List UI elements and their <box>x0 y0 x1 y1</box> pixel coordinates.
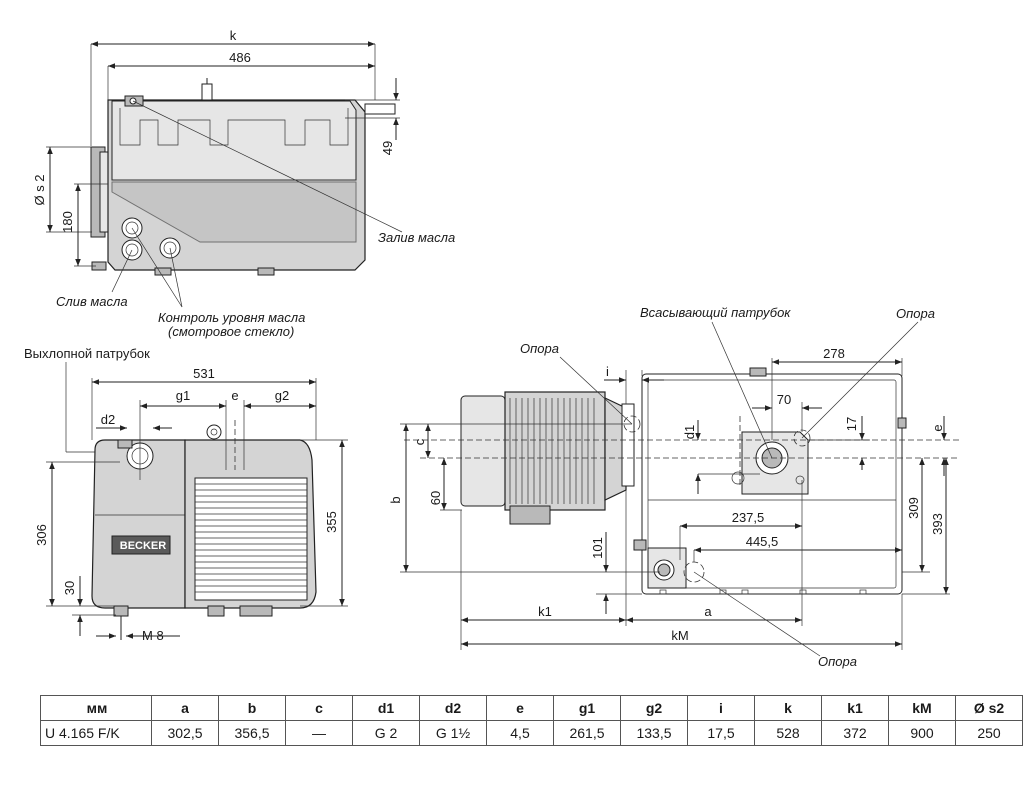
dim-70: 70 <box>777 392 791 407</box>
dim-d1: d1 <box>682 425 697 439</box>
dim-kM: kM <box>671 628 688 643</box>
dim-60: 60 <box>428 491 443 505</box>
dim-180: 180 <box>60 211 75 233</box>
front-view: Выхлопной патрубок BECKER <box>24 346 348 643</box>
table-cell: 302,5 <box>151 720 219 746</box>
label-suction: Всасывающий патрубок <box>640 305 791 320</box>
table-header-cell: kM <box>888 695 956 721</box>
dim-278: 278 <box>823 346 845 361</box>
table-cell: U 4.165 F/K <box>40 720 152 746</box>
table-cell: 372 <box>821 720 889 746</box>
dim-309: 309 <box>906 497 921 519</box>
table-header-cell: k1 <box>821 695 889 721</box>
brand-label: BECKER <box>120 540 167 552</box>
dim-d2: d2 <box>101 412 115 427</box>
table-cell: — <box>285 720 353 746</box>
table-cell: 261,5 <box>553 720 621 746</box>
table-cell: 250 <box>955 720 1023 746</box>
label-oil-drain: Слив масла <box>56 294 128 309</box>
dim-355: 355 <box>324 511 339 533</box>
table-cell: 133,5 <box>620 720 688 746</box>
table-header-cell: b <box>218 695 286 721</box>
dim-e-plan: e <box>930 424 945 431</box>
dim-g1: g1 <box>176 388 190 403</box>
table-cell: G 1½ <box>419 720 487 746</box>
table-header-cell: g1 <box>553 695 621 721</box>
label-support-left: Опора <box>520 341 559 356</box>
spec-table: мм a b c d1 d2 e g1 g2 i k k1 kM Ø s2 U … <box>40 695 1023 746</box>
dim-445-5: 445,5 <box>746 534 779 549</box>
label-exhaust: Выхлопной патрубок <box>24 346 150 361</box>
table-header-cell: Ø s2 <box>955 695 1023 721</box>
motor-fins <box>509 398 595 504</box>
table-header-cell: a <box>151 695 219 721</box>
dim-393: 393 <box>930 513 945 535</box>
dim-k1: k1 <box>538 604 552 619</box>
dim-306: 306 <box>34 524 49 546</box>
table-header-cell: e <box>486 695 554 721</box>
table-header-cell: d1 <box>352 695 420 721</box>
table-cell: G 2 <box>352 720 420 746</box>
table-cell: 4,5 <box>486 720 554 746</box>
dim-101: 101 <box>590 537 605 559</box>
label-support-right: Опора <box>896 306 935 321</box>
dim-i: i <box>606 364 609 379</box>
top-side-view: k 486 49 Ø s 2 180 Залив масла Слив масл… <box>32 28 455 339</box>
table-cell: 17,5 <box>687 720 755 746</box>
label-oil-fill: Залив масла <box>378 230 455 245</box>
table-row: U 4.165 F/K 302,5 356,5 — G 2 G 1½ 4,5 2… <box>40 720 1023 746</box>
dim-a: a <box>704 604 712 619</box>
label-oil-level-1: Контроль уровня масла <box>158 310 305 325</box>
table-cell: 900 <box>888 720 956 746</box>
dim-m8: M 8 <box>142 628 164 643</box>
dim-17: 17 <box>844 417 859 431</box>
dim-k: k <box>230 28 237 43</box>
table-header-cell: k <box>754 695 822 721</box>
label-support-bottom: Опора <box>818 654 857 669</box>
dim-237-5: 237,5 <box>732 510 765 525</box>
label-oil-level-2: (смотровое стекло) <box>168 324 294 339</box>
table-header-cell: мм <box>40 695 152 721</box>
brand-plate <box>111 535 171 555</box>
dim-c: c <box>412 438 427 445</box>
table-cell: 356,5 <box>218 720 286 746</box>
dim-e-front: e <box>231 388 238 403</box>
plan-view: i 278 70 17 e d1 c b 60 <box>388 305 960 669</box>
table-header-row: мм a b c d1 d2 e g1 g2 i k k1 kM Ø s2 <box>40 695 1023 721</box>
dim-s2: Ø s 2 <box>32 174 47 205</box>
dim-g2: g2 <box>275 388 289 403</box>
vent-grille <box>195 483 307 593</box>
dim-30: 30 <box>62 581 77 595</box>
dim-49: 49 <box>380 141 395 155</box>
dim-486: 486 <box>229 50 251 65</box>
table-header-cell: c <box>285 695 353 721</box>
technical-drawing: k 486 49 Ø s 2 180 Залив масла Слив масл… <box>24 28 960 669</box>
dim-b: b <box>388 496 403 503</box>
table-header-cell: i <box>687 695 755 721</box>
table-header-cell: g2 <box>620 695 688 721</box>
table-header-cell: d2 <box>419 695 487 721</box>
dim-531: 531 <box>193 366 215 381</box>
table-cell: 528 <box>754 720 822 746</box>
